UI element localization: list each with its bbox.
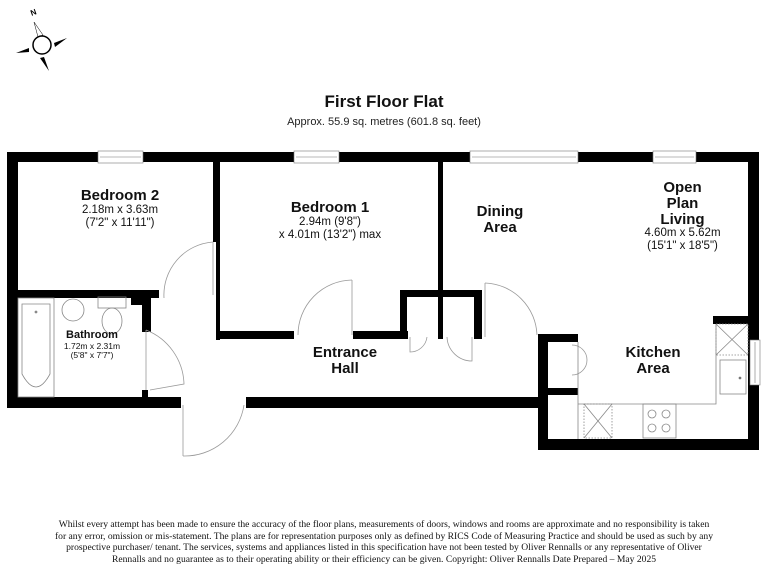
room-entrance-hall: Entrance Hall [295,345,395,377]
room-name-line: Kitchen [625,344,681,361]
room-name-line: Plan [666,194,699,212]
room-name-line: Dining [476,203,524,220]
room-name-line: Entrance [312,344,378,361]
room-bedroom-2: Bedroom 2 2.18m x 3.63m (7'2" x 11'11") [40,188,200,230]
room-dimension-imperial: (7'2" x 11'11") [85,216,155,229]
room-name-line: Area [636,359,670,377]
walls [7,152,759,450]
room-name: Bathroom [66,329,118,341]
room-dimension-imperial: (15'1" x 18'5") [647,240,718,253]
room-bedroom-1: Bedroom 1 2.94m (9'8") x 4.01m (13'2") m… [250,200,410,242]
room-name: Bedroom 1 [290,199,370,216]
kitchen-fixtures [577,323,749,439]
room-dimension-metric: 2.18m x 3.63m [81,203,159,216]
toilet-cistern-icon [97,296,127,309]
compass-rose-icon: N [16,7,67,71]
room-open-plan-living: Open Plan Living 4.60m x 5.62m (15'1" x … [620,180,745,254]
disclaimer-line: Whilst every attempt has been made to en… [58,519,710,530]
kitchen-sink-icon [719,359,747,395]
disclaimer-line: for any error, omission or mis-statement… [54,530,714,542]
room-name: Bedroom 2 [80,187,160,204]
bathroom-fixtures [17,296,127,398]
room-dimension-metric: 4.60m x 5.62m [644,227,721,240]
room-dimension-metric: 1.72m x 2.31m [63,340,121,351]
disclaimer-line: Rennalls and no guarantee as to their op… [111,553,657,565]
room-name-line: Open [663,179,702,196]
bathtub-basin-icon [21,303,51,388]
room-name-line: Hall [331,359,359,377]
fridge-icon [715,323,749,356]
plan-area: Approx. 55.9 sq. metres (601.8 sq. feet) [287,116,481,128]
hob-icon [642,403,677,439]
windows [97,150,761,386]
room-name-line: Living [660,210,705,228]
plan-title: First Floor Flat [324,92,444,111]
room-dimension-metric: 2.94m (9'8") [299,215,361,228]
room-dining-area: Dining Area [450,204,550,236]
room-name-line: Area [483,218,517,236]
room-bathroom: Bathroom 1.72m x 2.31m (5'8" x 7'7") [52,329,132,361]
disclaimer-line: prospective purchaser/ tenant. The servi… [66,542,702,553]
appliance-icon [583,403,613,439]
svg-text:N: N [29,7,38,18]
bathtub-icon [17,297,55,398]
sink-icon [61,298,85,322]
room-kitchen-area: Kitchen Area [608,345,698,377]
disclaimer: Whilst every attempt has been made to en… [0,519,768,565]
toilet-bowl-icon [101,307,123,335]
room-dimension-max: x 4.01m (13'2") max [278,228,382,241]
room-dimension-imperial: (5'8" x 7'7") [70,350,114,361]
